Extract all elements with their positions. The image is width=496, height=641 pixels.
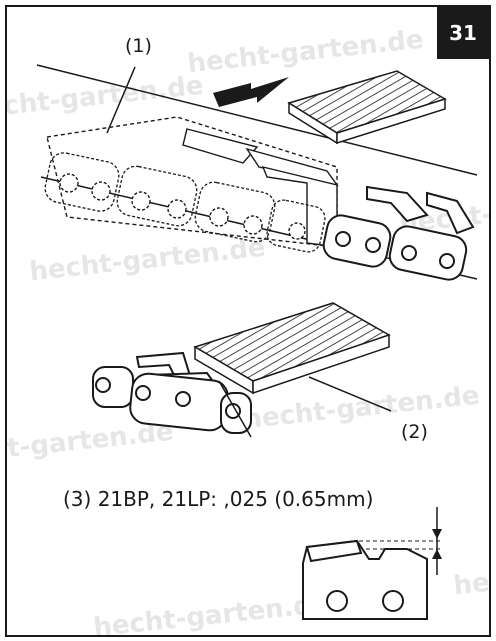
exposed-chain-section	[322, 185, 475, 281]
profile-rivet-right	[382, 590, 404, 612]
cutter-profile-illustration	[302, 507, 443, 620]
depth-gauge-spec: (3) 21BP, 21LP: ,025 (0.65mm)	[63, 487, 374, 511]
gauge-tool-closeup	[193, 302, 391, 395]
chain-tail-line	[218, 380, 252, 438]
callout-1-leader	[106, 66, 136, 134]
guide-bar-top-edge	[36, 64, 478, 176]
callout-2-leader	[308, 376, 392, 412]
depth-gauge-plate	[46, 116, 339, 248]
depth-arrow-up-icon	[432, 549, 442, 559]
callout-label-1: (1)	[125, 35, 152, 57]
chain-links-under-gauge	[44, 152, 326, 253]
depth-arrow-down-icon	[432, 529, 442, 539]
top-chain-illustration	[36, 64, 478, 281]
filing-gauge-tool	[287, 70, 447, 145]
chain-links-closeup	[92, 366, 252, 434]
callout-label-2: (2)	[401, 421, 428, 443]
middle-gauge-illustration	[92, 302, 391, 438]
profile-rivet-left	[326, 590, 348, 612]
file-direction-arrow-icon	[213, 77, 289, 107]
cutter-tooth-top	[305, 539, 363, 563]
manual-page-frame: hecht-garten.de hecht-garten.de hecht-ga…	[5, 5, 491, 637]
chain-sharpening-diagram	[36, 64, 478, 620]
page-number-badge: 31	[437, 7, 489, 59]
rivet-holes	[59, 173, 306, 240]
